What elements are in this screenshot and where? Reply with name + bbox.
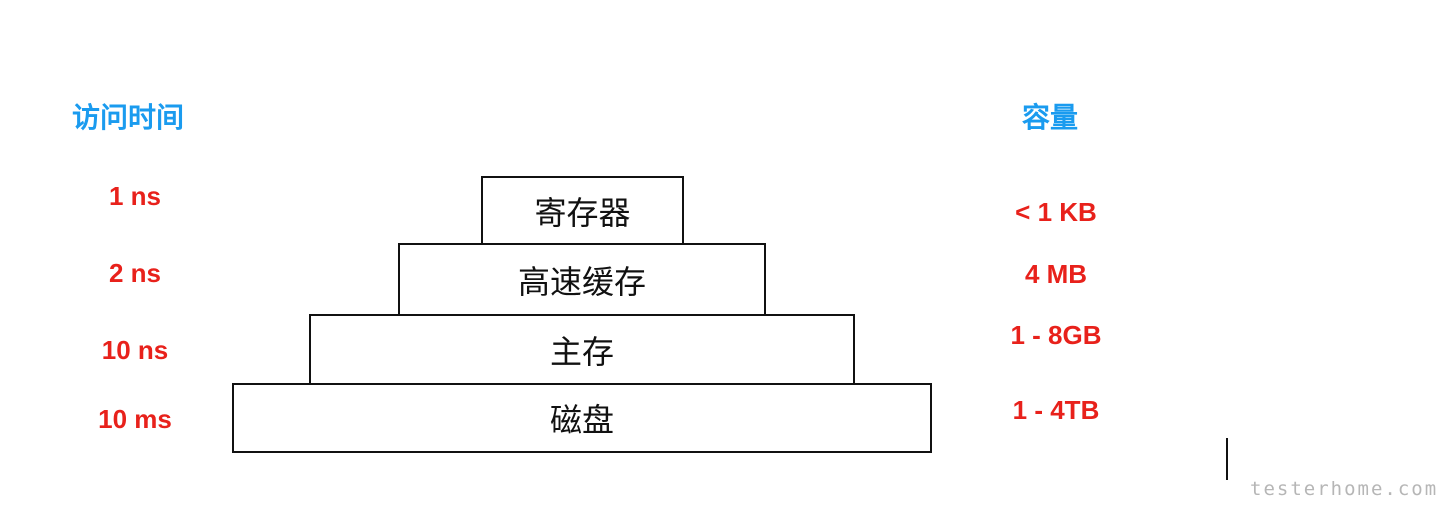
level-disk: 磁盘 — [232, 383, 932, 453]
level-cache-label: 高速缓存 — [517, 262, 646, 301]
level-register: 寄存器 — [481, 176, 684, 245]
level-main-memory-label: 主存 — [549, 332, 614, 371]
watermark-bar — [1226, 438, 1228, 480]
access-time-register: 1 ns — [108, 181, 162, 211]
capacity-register: < 1 KB — [1015, 197, 1097, 227]
level-cache: 高速缓存 — [398, 243, 766, 316]
level-register-label: 寄存器 — [534, 193, 631, 232]
capacity-main-memory: 1 - 8GB — [1010, 320, 1102, 350]
level-main-memory: 主存 — [309, 314, 855, 385]
access-time-main-memory: 10 ns — [101, 335, 169, 365]
level-disk-label: 磁盘 — [549, 401, 614, 439]
access-time-cache: 2 ns — [108, 258, 162, 288]
access-time-header: 访问时间 — [72, 101, 185, 134]
capacity-disk: 1 - 4TB — [1012, 395, 1100, 425]
watermark-text: testerhome.com — [1250, 478, 1439, 500]
capacity-cache: 4 MB — [1024, 259, 1088, 289]
capacity-header: 容量 — [1022, 101, 1079, 134]
access-time-disk: 10 ms — [98, 404, 172, 434]
